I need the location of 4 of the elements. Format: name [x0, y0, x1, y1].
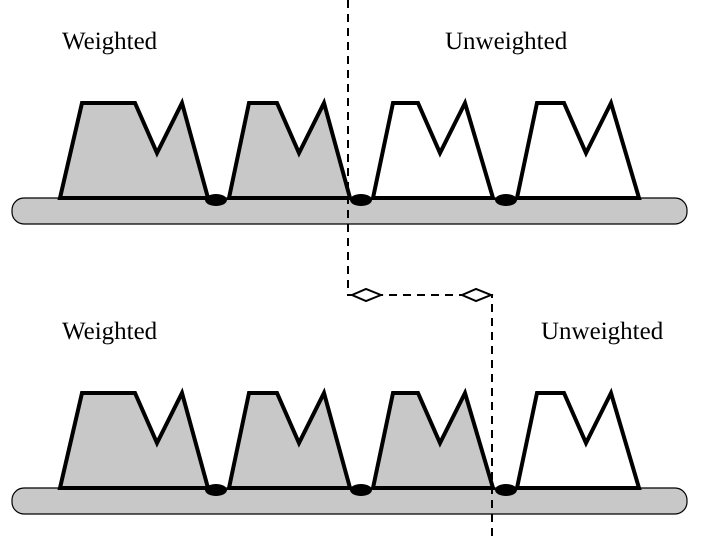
row-label: Weighted — [62, 28, 158, 56]
row-label: Weighted — [62, 318, 158, 346]
row-label: Unweighted — [541, 318, 664, 346]
row-label: Unweighted — [445, 28, 568, 56]
